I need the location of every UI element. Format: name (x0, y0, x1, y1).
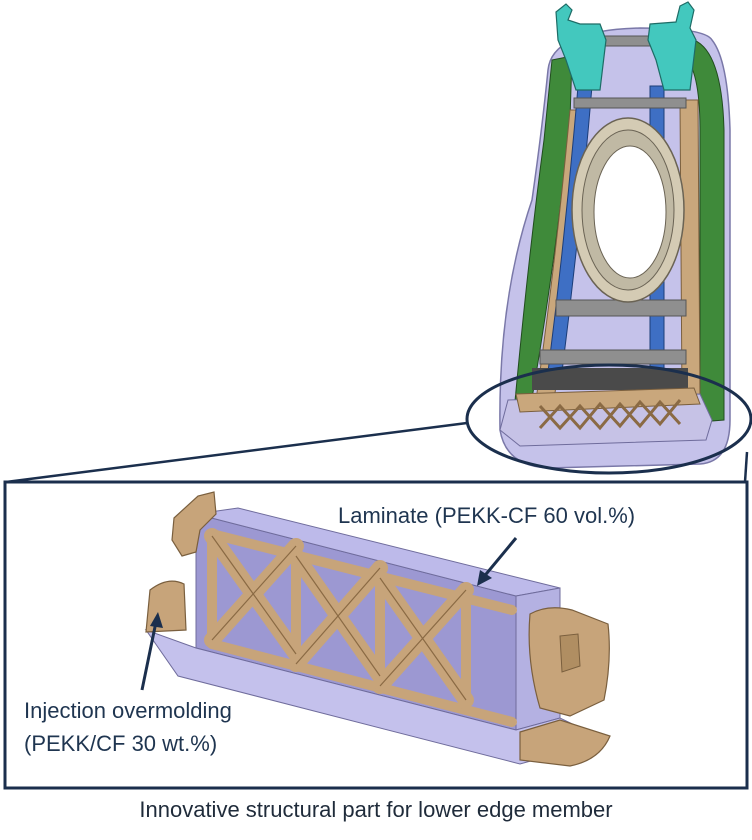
zoom-line-right (743, 451, 749, 483)
crossbar-1 (573, 97, 687, 109)
right-end-knob (559, 633, 581, 673)
injection-label-line1: Injection overmolding (24, 698, 232, 723)
injection-arrow (140, 621, 158, 691)
crossbar-3 (539, 349, 687, 365)
structural-part-detail (144, 491, 611, 767)
cyan-bracket-left (555, 3, 607, 91)
zoom-line-left (5, 421, 468, 484)
right-end-foot (519, 719, 611, 767)
laminate-arrowhead (477, 570, 492, 586)
crossbar-bottom-shadow (532, 368, 688, 390)
injection-label-line2: (PEKK/CF 30 wt.%) (24, 731, 218, 756)
crossbar-2 (555, 299, 687, 317)
laminate-arrow (480, 537, 518, 580)
window-opening (593, 145, 667, 279)
injection-arrowhead (150, 612, 163, 628)
figure-caption: Innovative structural part for lower edg… (139, 797, 613, 822)
lower-edge-lattice (538, 399, 682, 431)
left-end-cap (171, 491, 217, 557)
door-frame-assembly (499, 1, 731, 469)
laminate-label: Laminate (PEKK-CF 60 vol.%) (338, 503, 636, 528)
zoom-ellipse (465, 363, 752, 475)
overmold-lattice-edges (211, 535, 467, 701)
cyan-bracket-right (647, 1, 697, 91)
